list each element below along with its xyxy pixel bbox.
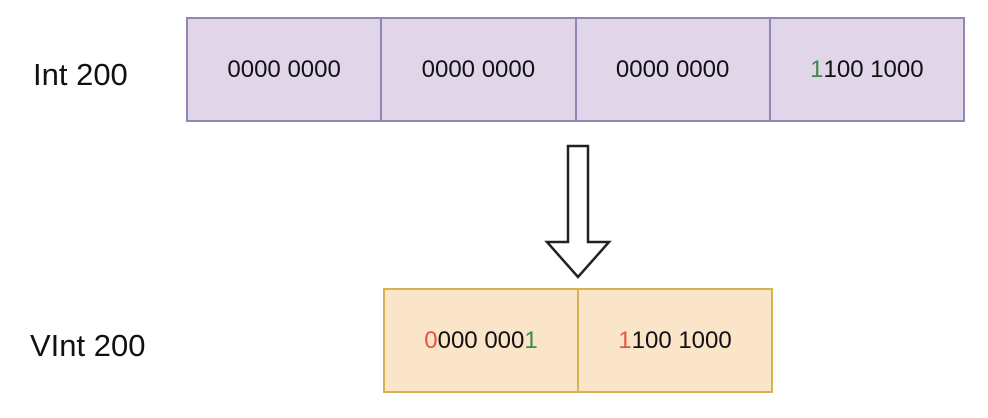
vint-byte-1-text: 000 000 bbox=[437, 326, 525, 354]
vint-byte-2-text: 100 1000 bbox=[631, 326, 732, 354]
int-byte-4-text: 100 1000 bbox=[823, 55, 924, 83]
vint-byte-1-hl: 0 bbox=[424, 326, 438, 354]
vint-byte-1-trail: 1 bbox=[524, 326, 538, 354]
int-byte-2: 0000 0000 bbox=[380, 19, 574, 120]
down-arrow-icon bbox=[544, 144, 612, 279]
int-byte-4-hl: 1 bbox=[810, 55, 824, 83]
int-byte-3-text: 0000 0000 bbox=[615, 55, 730, 83]
int-label: Int 200 bbox=[33, 57, 128, 92]
vint-label: VInt 200 bbox=[30, 328, 146, 363]
int-byte-2-text: 0000 0000 bbox=[421, 55, 536, 83]
int-byte-3: 0000 0000 bbox=[574, 19, 769, 120]
vint-byte-2-hl: 1 bbox=[618, 326, 632, 354]
int-byte-1-text: 0000 0000 bbox=[227, 55, 341, 83]
int-byte-1: 0000 0000 bbox=[188, 19, 380, 120]
